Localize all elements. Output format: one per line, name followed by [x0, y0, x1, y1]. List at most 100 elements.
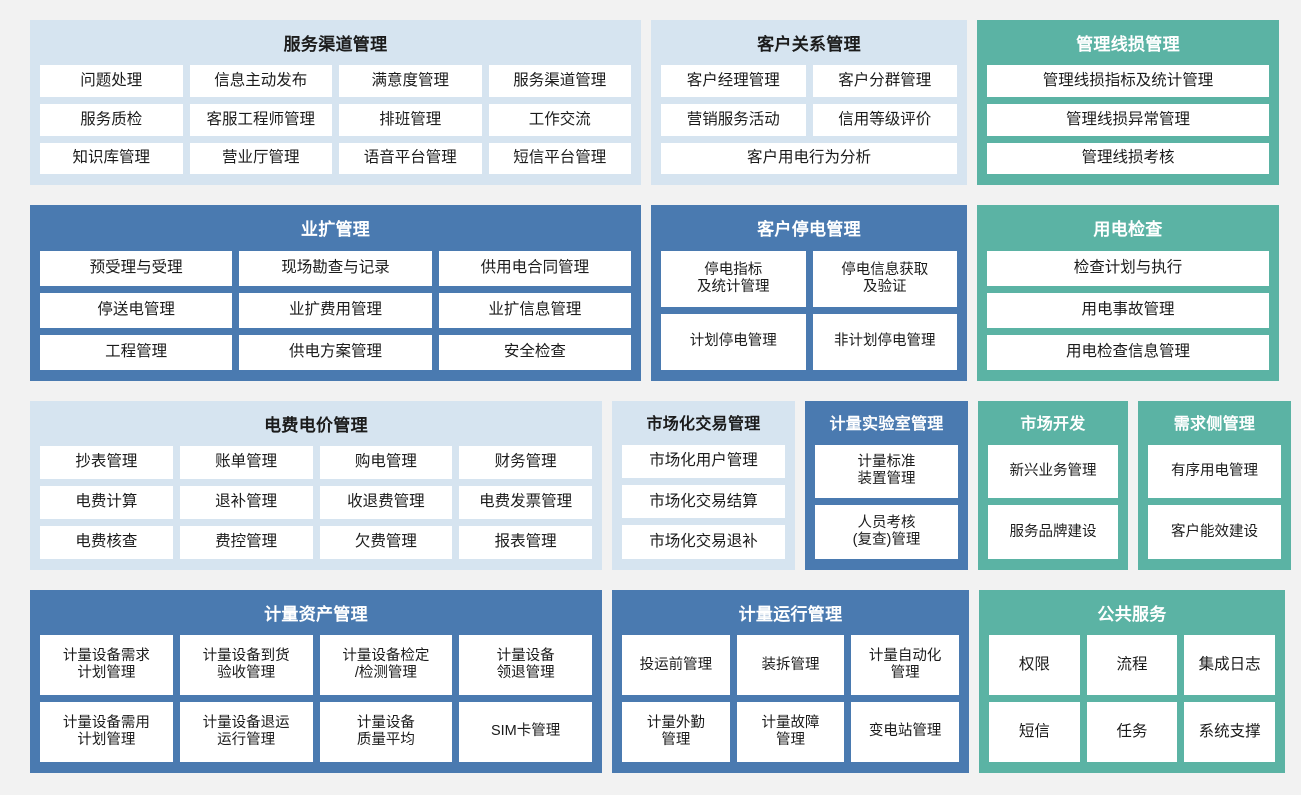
module-tile[interactable]: 停送电管理: [40, 292, 233, 328]
panel-public[interactable]: 公共服务权限流程集成日志短信任务系统支撑: [979, 589, 1285, 773]
module-tile[interactable]: 计划停电管理: [661, 313, 806, 370]
module-tile[interactable]: 供电方案管理: [239, 334, 432, 370]
panel-yekuo[interactable]: 业扩管理预受理与受理现场勘查与记录供用电合同管理停送电管理业扩费用管理业扩信息管…: [30, 205, 641, 381]
module-tile[interactable]: 信息主动发布: [189, 65, 332, 97]
module-tile[interactable]: 满意度管理: [339, 65, 482, 97]
module-tile[interactable]: 计量故障 管理: [736, 702, 845, 762]
module-tile[interactable]: 计量设备到货 验收管理: [179, 635, 313, 696]
module-tile[interactable]: 短信: [989, 702, 1080, 762]
module-tile[interactable]: 抄表管理: [40, 445, 173, 479]
module-tile[interactable]: 集成日志: [1184, 635, 1276, 696]
module-tile[interactable]: 工作交流: [488, 103, 631, 136]
module-tile[interactable]: 非计划停电管理: [812, 313, 957, 370]
module-tile[interactable]: 财务管理: [459, 445, 592, 479]
module-tile[interactable]: 客服工程师管理: [189, 103, 332, 136]
module-tile[interactable]: 装拆管理: [736, 635, 845, 696]
module-tile[interactable]: 客户经理管理: [661, 65, 806, 97]
panel-inspect[interactable]: 用电检查检查计划与执行用电事故管理用电检查信息管理: [977, 205, 1279, 381]
module-tile[interactable]: 停电信息获取 及验证: [812, 250, 957, 307]
module-tile[interactable]: 服务渠道管理: [488, 65, 631, 97]
module-tile[interactable]: 停电指标 及统计管理: [661, 250, 806, 307]
panel-tariff[interactable]: 电费电价管理抄表管理账单管理购电管理财务管理电费计算退补管理收退费管理电费发票管…: [30, 400, 602, 570]
module-tile[interactable]: 服务质检: [40, 103, 183, 136]
module-tile[interactable]: 有序用电管理: [1148, 444, 1281, 499]
module-tile[interactable]: 排班管理: [339, 103, 482, 136]
module-tile[interactable]: 客户用电行为分析: [661, 142, 957, 175]
module-tile[interactable]: 客户分群管理: [812, 65, 957, 97]
module-tile[interactable]: 计量设备退运 运行管理: [179, 702, 313, 762]
module-tile[interactable]: 语音平台管理: [339, 142, 482, 175]
module-tile[interactable]: 工程管理: [40, 334, 233, 370]
module-tile[interactable]: 业扩费用管理: [239, 292, 432, 328]
module-tile[interactable]: 新兴业务管理: [988, 444, 1118, 499]
panel-asset[interactable]: 计量资产管理计量设备需求 计划管理计量设备到货 验收管理计量设备检定 /检测管理…: [30, 589, 602, 773]
module-tile[interactable]: 流程: [1086, 635, 1178, 696]
module-tile[interactable]: 管理线损指标及统计管理: [987, 65, 1269, 97]
module-tile[interactable]: 欠费管理: [319, 525, 453, 559]
module-tile[interactable]: 计量标准 装置管理: [815, 444, 958, 499]
module-tile[interactable]: 人员考核 (复查)管理: [815, 505, 958, 559]
panel-metering[interactable]: 计量运行管理投运前管理装拆管理计量自动化 管理计量外勤 管理计量故障 管理变电站…: [612, 589, 969, 773]
module-tile[interactable]: 电费发票管理: [459, 485, 592, 519]
module-tile[interactable]: 问题处理: [40, 65, 183, 97]
module-tile[interactable]: 信用等级评价: [812, 103, 957, 136]
module-tile[interactable]: 用电检查信息管理: [987, 334, 1269, 370]
module-tile[interactable]: 投运前管理: [622, 635, 730, 696]
module-tile[interactable]: 报表管理: [459, 525, 592, 559]
module-tile[interactable]: 计量设备 质量平均: [319, 702, 453, 762]
tile-row: 预受理与受理现场勘查与记录供用电合同管理: [40, 250, 631, 286]
module-tile[interactable]: 管理线损异常管理: [987, 103, 1269, 136]
module-tile[interactable]: 营销服务活动: [661, 103, 806, 136]
module-tile[interactable]: 市场化用户管理: [622, 444, 785, 479]
module-tile[interactable]: 用电事故管理: [987, 292, 1269, 328]
module-tile[interactable]: 营业厅管理: [189, 142, 332, 175]
panel-demand[interactable]: 需求侧管理有序用电管理客户能效建设: [1138, 400, 1291, 570]
panel-devel[interactable]: 市场开发新兴业务管理服务品牌建设: [978, 400, 1128, 570]
module-tile[interactable]: 供用电合同管理: [438, 250, 631, 286]
module-tile[interactable]: 服务品牌建设: [988, 505, 1118, 559]
module-tile[interactable]: 计量外勤 管理: [622, 702, 730, 762]
panel-tiles: 抄表管理账单管理购电管理财务管理电费计算退补管理收退费管理电费发票管理电费核查费…: [40, 445, 592, 559]
module-tile[interactable]: 系统支撑: [1184, 702, 1276, 762]
panel-lineloss[interactable]: 管理线损管理管理线损指标及统计管理管理线损异常管理管理线损考核: [977, 20, 1279, 186]
panel-service[interactable]: 服务渠道管理问题处理信息主动发布满意度管理服务渠道管理服务质检客服工程师管理排班…: [30, 20, 641, 186]
module-tile[interactable]: 安全检查: [438, 334, 631, 370]
module-tile[interactable]: 退补管理: [179, 485, 313, 519]
module-tile[interactable]: 客户能效建设: [1148, 505, 1281, 559]
tile-row: 计量标准 装置管理: [815, 444, 958, 499]
module-tile[interactable]: 计量设备 领退管理: [459, 635, 592, 696]
panel-tiles: 停电指标 及统计管理停电信息获取 及验证计划停电管理非计划停电管理: [661, 250, 957, 370]
module-tile[interactable]: 短信平台管理: [488, 142, 631, 175]
module-tile[interactable]: 变电站管理: [851, 702, 960, 762]
panel-tiles: 管理线损指标及统计管理管理线损异常管理管理线损考核: [987, 65, 1269, 175]
module-tile[interactable]: 知识库管理: [40, 142, 183, 175]
module-tile[interactable]: 业扩信息管理: [438, 292, 631, 328]
module-tile[interactable]: 购电管理: [319, 445, 453, 479]
module-tile[interactable]: 预受理与受理: [40, 250, 233, 286]
tile-row: 权限流程集成日志: [989, 635, 1276, 696]
module-tile[interactable]: 计量自动化 管理: [851, 635, 960, 696]
module-tile[interactable]: 市场化交易退补: [622, 525, 785, 559]
module-tile[interactable]: 市场化交易结算: [622, 485, 785, 519]
panel-crm[interactable]: 客户关系管理客户经理管理客户分群管理营销服务活动信用等级评价客户用电行为分析: [651, 20, 967, 186]
module-tile[interactable]: 电费计算: [40, 485, 173, 519]
tile-row: 短信任务系统支撑: [989, 702, 1276, 762]
module-tile[interactable]: 权限: [989, 635, 1080, 696]
panel-market[interactable]: 市场化交易管理市场化用户管理市场化交易结算市场化交易退补: [612, 400, 795, 570]
module-tile[interactable]: 检查计划与执行: [987, 250, 1269, 286]
tile-row: 用电事故管理: [987, 292, 1269, 328]
module-tile[interactable]: SIM卡管理: [459, 702, 592, 762]
panel-tiles: 计量设备需求 计划管理计量设备到货 验收管理计量设备检定 /检测管理计量设备 领…: [40, 635, 592, 762]
module-tile[interactable]: 账单管理: [179, 445, 313, 479]
module-tile[interactable]: 管理线损考核: [987, 142, 1269, 175]
module-tile[interactable]: 任务: [1086, 702, 1178, 762]
panel-outage[interactable]: 客户停电管理停电指标 及统计管理停电信息获取 及验证计划停电管理非计划停电管理: [651, 205, 967, 381]
panel-lab[interactable]: 计量实验室管理计量标准 装置管理人员考核 (复查)管理: [805, 400, 968, 570]
module-tile[interactable]: 收退费管理: [319, 485, 453, 519]
module-tile[interactable]: 费控管理: [179, 525, 313, 559]
module-tile[interactable]: 计量设备检定 /检测管理: [319, 635, 453, 696]
module-tile[interactable]: 现场勘查与记录: [239, 250, 432, 286]
module-tile[interactable]: 计量设备需用 计划管理: [40, 702, 173, 762]
module-tile[interactable]: 电费核查: [40, 525, 173, 559]
module-tile[interactable]: 计量设备需求 计划管理: [40, 635, 173, 696]
